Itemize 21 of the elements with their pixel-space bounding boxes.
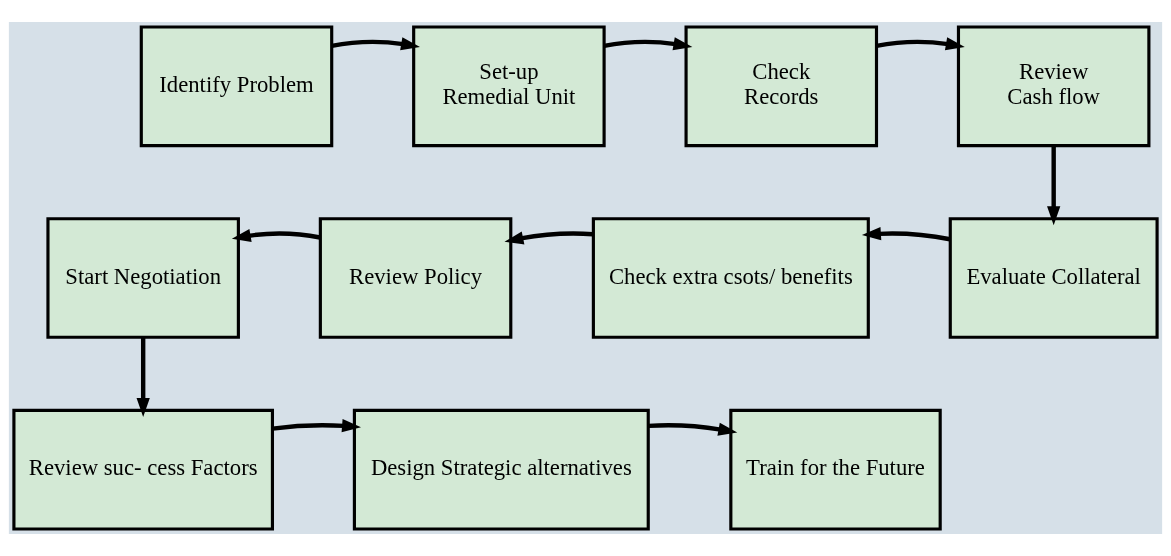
node-box: Start Negotiation xyxy=(46,217,240,339)
arrow xyxy=(504,231,594,245)
arrow xyxy=(1047,145,1061,226)
node-box: Train for the Future xyxy=(729,408,942,531)
node-box: Design Strategic alternatives xyxy=(352,408,650,531)
arrow xyxy=(136,337,150,417)
arrow xyxy=(272,419,361,433)
arrow xyxy=(648,422,738,436)
node-box: Review Cash flow xyxy=(956,25,1151,148)
node-box: Set-up Remedial Unit xyxy=(412,25,606,148)
arrow xyxy=(876,37,965,51)
node-box: Review Policy xyxy=(318,217,513,339)
node-box: Check Records xyxy=(684,25,879,148)
arrow xyxy=(603,37,693,51)
node-box: Review suc- cess Factors xyxy=(12,408,274,531)
node-box: Identify Problem xyxy=(139,25,334,148)
arrow xyxy=(331,37,420,51)
arrow xyxy=(861,227,951,242)
arrow xyxy=(231,228,321,243)
node-box: Check extra csots/ benefits xyxy=(591,217,870,339)
node-box: Evaluate Collateral xyxy=(948,217,1159,339)
